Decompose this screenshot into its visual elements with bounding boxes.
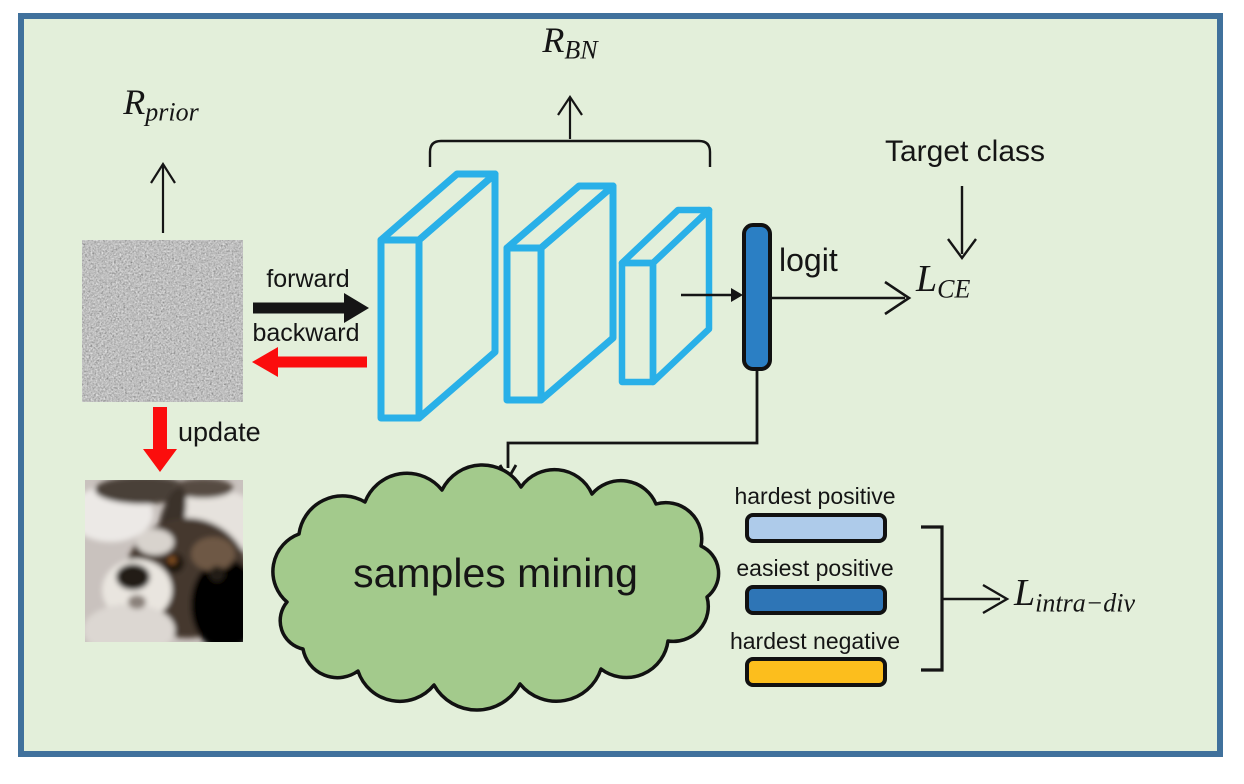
update-arrow bbox=[143, 407, 177, 472]
hardest-positive-bar bbox=[745, 513, 887, 543]
l-ce-sub: CE bbox=[937, 274, 971, 304]
cnn-block-1 bbox=[377, 170, 499, 422]
hardest-negative-bar bbox=[745, 657, 887, 687]
forward-arrow bbox=[253, 293, 369, 323]
target-class-label: Target class bbox=[884, 135, 1046, 168]
r-prior-sub: prior bbox=[145, 97, 199, 127]
l-intra-div-base: L bbox=[1014, 572, 1036, 614]
r-prior-base: R bbox=[123, 82, 146, 122]
r-bn-base: R bbox=[542, 20, 565, 60]
logit-to-lce-arrow bbox=[771, 280, 912, 316]
r-prior-label: Rprior bbox=[96, 82, 226, 127]
l-intra-div-label: Lintra−div bbox=[1014, 572, 1136, 618]
generated-dog-image bbox=[69, 476, 263, 656]
backward-arrow bbox=[252, 347, 367, 377]
hardest-negative-label: hardest negative bbox=[729, 628, 901, 654]
update-label: update bbox=[178, 417, 261, 447]
bn-bracket bbox=[428, 139, 712, 167]
l-intra-div-sub: intra−div bbox=[1035, 588, 1136, 618]
target-class-arrow bbox=[947, 186, 977, 261]
block-to-logit-arrow bbox=[681, 288, 743, 302]
l-ce-base: L bbox=[916, 258, 938, 300]
easiest-positive-bar bbox=[745, 585, 887, 615]
logit-vector-bar bbox=[742, 223, 772, 371]
cnn-block-3 bbox=[618, 206, 713, 386]
r-prior-arrow bbox=[150, 161, 176, 233]
r-bn-arrow bbox=[557, 95, 583, 139]
bracket-to-lintra-arrow bbox=[942, 583, 1010, 615]
r-bn-label: RBN bbox=[505, 20, 635, 65]
samples-mining-cloud bbox=[271, 463, 721, 712]
noise-input-image bbox=[82, 240, 243, 402]
samples-mining-label: samples mining bbox=[353, 550, 638, 596]
l-ce-label: LCE bbox=[916, 258, 971, 304]
easiest-positive-label: easiest positive bbox=[736, 555, 894, 581]
forward-label: forward bbox=[266, 265, 350, 293]
logit-label: logit bbox=[779, 242, 838, 278]
cnn-block-2 bbox=[503, 182, 617, 404]
hardest-positive-label: hardest positive bbox=[734, 483, 896, 509]
r-bn-sub: BN bbox=[564, 35, 598, 65]
backward-label: backward bbox=[252, 319, 360, 347]
samples-bracket bbox=[921, 525, 944, 672]
